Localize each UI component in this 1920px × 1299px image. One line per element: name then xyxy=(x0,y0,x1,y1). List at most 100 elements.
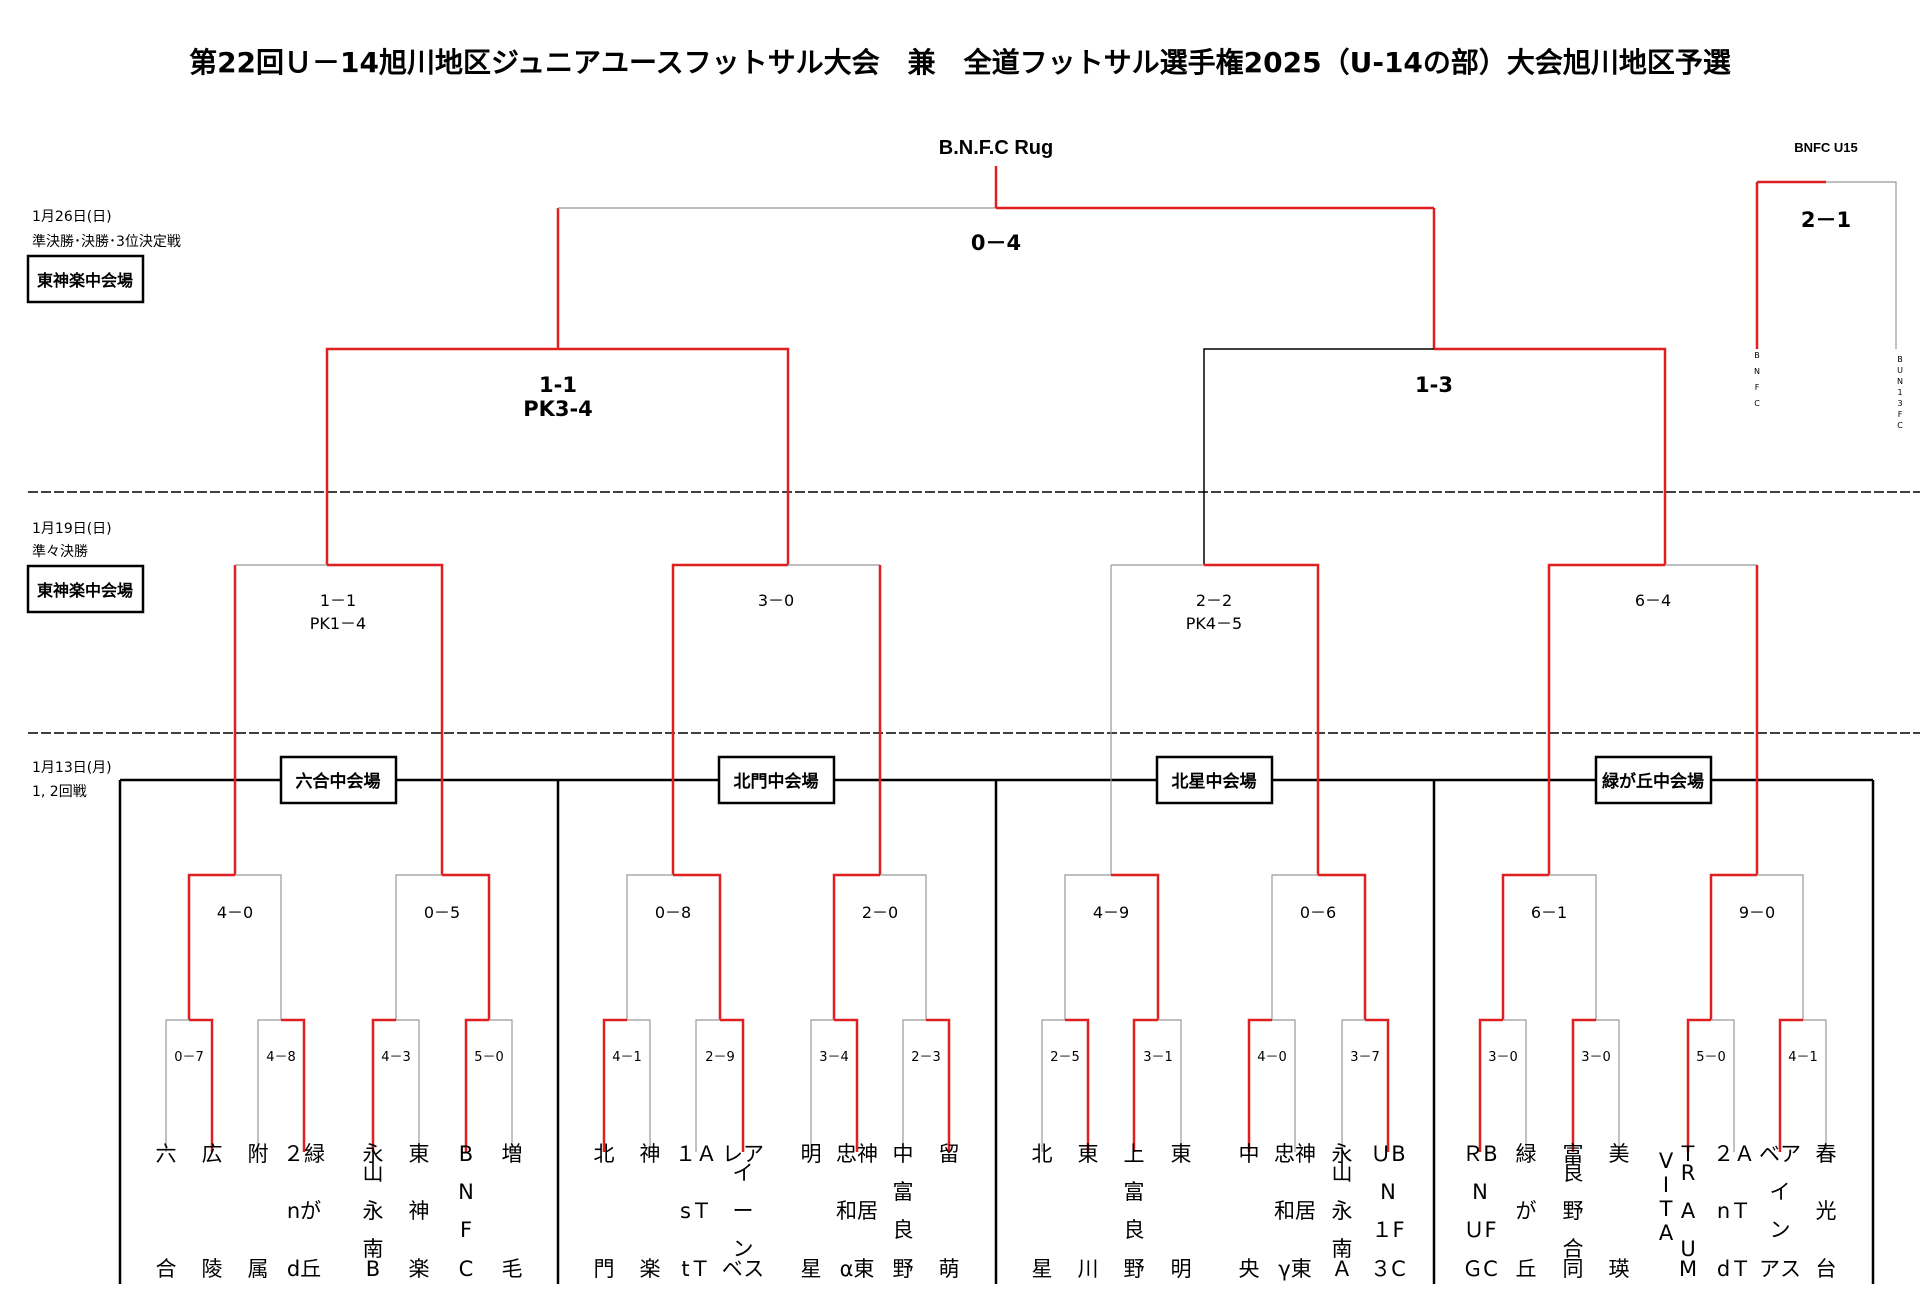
round1-score: 5－0 xyxy=(1696,1050,1726,1065)
round1-score: 3－4 xyxy=(819,1050,849,1065)
team-name-top: 北 xyxy=(1032,1142,1053,1166)
team-name-bottom: 楽 xyxy=(640,1257,661,1281)
venue-bar xyxy=(118,778,1875,1284)
round1-score: 5－0 xyxy=(474,1050,504,1065)
team-name-top: ２Ａ xyxy=(1713,1142,1755,1166)
team-name-bottom: 台 xyxy=(1816,1257,1837,1281)
team-name-bottom: 陵 xyxy=(202,1257,223,1281)
team-name-bottom: 野 xyxy=(1124,1257,1145,1281)
team-name-top: ＲB xyxy=(1462,1142,1497,1166)
team-name-middle: 山永南 xyxy=(1332,1161,1353,1261)
team-name: 東明 xyxy=(1171,1142,1192,1281)
team-name-middle: が xyxy=(1516,1199,1537,1223)
team-name-middle: 神 xyxy=(409,1199,430,1223)
team-name-top: ベア xyxy=(1759,1142,1801,1166)
team-name-top: 六 xyxy=(156,1142,177,1166)
team-name-top: ＵB xyxy=(1370,1142,1405,1166)
qf3-pk: PK4－5 xyxy=(1186,614,1243,633)
venue-label-r1-4: 緑が丘中会場 xyxy=(1602,771,1704,792)
team-name-bottom: B xyxy=(366,1257,380,1281)
qf2-score: 3－0 xyxy=(758,591,794,610)
venue-label-r1-3: 北星中会場 xyxy=(1172,771,1257,792)
team-name-bottom: アス xyxy=(1759,1257,1801,1281)
team-name-middle: nＴ xyxy=(1717,1199,1751,1223)
team-name: 北星 xyxy=(1032,1142,1053,1281)
venue-label-r1-2: 北門中会場 xyxy=(734,771,819,792)
round1-score: 4－1 xyxy=(612,1050,642,1065)
team-name-bottom: 瑛 xyxy=(1609,1257,1630,1281)
qf1-score: 1－1 xyxy=(320,591,356,610)
team-name: 美瑛 xyxy=(1609,1142,1630,1281)
qf4-score: 6－4 xyxy=(1635,591,1671,610)
team-name-middle: 和居 xyxy=(836,1199,878,1223)
team-name-top: 上 xyxy=(1124,1142,1145,1166)
qf1-pk: PK1－4 xyxy=(310,614,367,633)
venue-boxes-r1 xyxy=(279,755,1713,805)
team-name: 留萌 xyxy=(939,1142,960,1281)
team-name: 東楽神 xyxy=(409,1142,430,1281)
sf1-pk: PK3-4 xyxy=(523,397,593,421)
round1-score: 2－5 xyxy=(1050,1050,1080,1065)
team-name-top: 北 xyxy=(594,1142,615,1166)
round2-score: 9－0 xyxy=(1739,903,1775,922)
team-name-top: 春 xyxy=(1816,1142,1837,1166)
round1-score: 4－3 xyxy=(381,1050,411,1065)
round2-score: 0－8 xyxy=(655,903,691,922)
date-label-r1: 1月13日(月) xyxy=(32,760,112,776)
team-name: 広陵 xyxy=(202,1142,223,1281)
team-name-middle: イン xyxy=(1770,1180,1791,1242)
qf3-score: 2－2 xyxy=(1196,591,1232,610)
team-name: 春台光 xyxy=(1816,1142,1837,1281)
team-name-top: 中 xyxy=(1239,1142,1260,1166)
team-name-top: 永 xyxy=(363,1142,384,1166)
team-name-middle: 和居 xyxy=(1274,1199,1316,1223)
team-name-top: 留 xyxy=(939,1142,960,1166)
team-name-bottom: 野 xyxy=(893,1257,914,1281)
team-name-top: 忠神 xyxy=(1274,1142,1316,1166)
round1-score: 3－0 xyxy=(1488,1050,1518,1065)
team-name-bottom: 明 xyxy=(1171,1257,1192,1281)
team-name-top: 美 xyxy=(1609,1142,1630,1166)
team-name-bottom: 同 xyxy=(1563,1257,1584,1281)
round-label-qf: 準々決勝 xyxy=(32,544,88,560)
team-name-bottom: ３C xyxy=(1370,1257,1406,1281)
team-name-bottom: ベス xyxy=(722,1257,764,1281)
team-name-bottom: dＴ xyxy=(1717,1257,1751,1281)
team-name-bottom: tＴ xyxy=(681,1257,710,1281)
venue-box-qf xyxy=(26,564,145,614)
team-name-bottom: α東 xyxy=(840,1257,875,1281)
champion-label: B.N.F.C Rug xyxy=(939,137,1053,159)
round1-score: 0－7 xyxy=(174,1050,204,1065)
round1-score: 4－0 xyxy=(1257,1050,1287,1065)
team-name-top: １Ａ xyxy=(675,1142,717,1166)
team-name-middle: 良野合 xyxy=(1563,1161,1584,1261)
sf1-score: 1-1 xyxy=(539,373,577,397)
venue-box-sf xyxy=(26,254,145,304)
sf2-score: 1-3 xyxy=(1415,373,1453,397)
team-name-middle: 山永南 xyxy=(363,1161,384,1261)
team-name-top: 中 xyxy=(893,1142,914,1166)
team-name-top: 緑 xyxy=(1516,1142,1537,1166)
team-name-bottom: 楽 xyxy=(409,1257,430,1281)
team-name: 東川 xyxy=(1078,1142,1099,1281)
team-name: 緑丘が xyxy=(1516,1142,1537,1281)
team-name-top: 附 xyxy=(248,1142,269,1166)
team-name-top: 東 xyxy=(1078,1142,1099,1166)
team-name-top: B xyxy=(459,1142,473,1166)
round1-score: 2－9 xyxy=(705,1050,735,1065)
team-name-bottom: 属 xyxy=(248,1257,269,1281)
round1-score: 2－3 xyxy=(911,1050,941,1065)
